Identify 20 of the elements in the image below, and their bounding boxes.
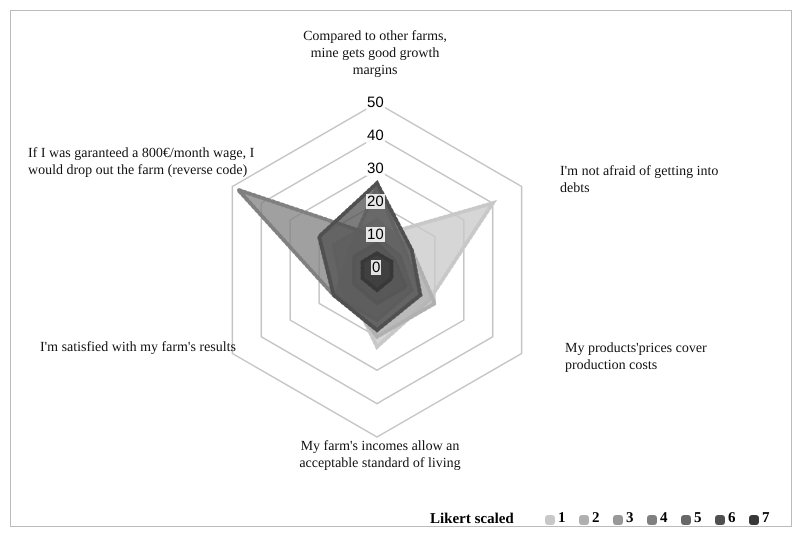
legend-label: 3	[626, 510, 634, 527]
legend-label: 5	[694, 510, 702, 527]
axis-label: I'm satisfied with my farm's results	[40, 339, 237, 356]
axis-label: My products'prices cover production costs	[565, 340, 708, 374]
axis-label: Compared to other farms, mine gets good growth margins	[302, 28, 448, 79]
legend-label: 1	[558, 510, 566, 527]
legend-label: 6	[728, 510, 736, 527]
axis-label: I'm not afraid of getting into debts	[560, 163, 720, 197]
legend-label: 4	[660, 510, 668, 527]
axis-label: My farm's incomes allow an acceptable standard of living	[298, 438, 462, 472]
tick-label: 0	[371, 260, 382, 275]
legend-label: 7	[762, 510, 770, 527]
tick-label: 10	[366, 227, 385, 242]
axis-label: If I was garanteed a 800€/month wage, I would drop out the farm (reverse code)	[28, 145, 256, 179]
tick-label: 50	[366, 95, 385, 110]
legend-label: 2	[592, 510, 600, 527]
tick-label: 30	[366, 161, 385, 176]
tick-label: 40	[366, 128, 385, 143]
legend-title: Likert scaled	[430, 511, 514, 528]
tick-label: 20	[366, 194, 385, 209]
